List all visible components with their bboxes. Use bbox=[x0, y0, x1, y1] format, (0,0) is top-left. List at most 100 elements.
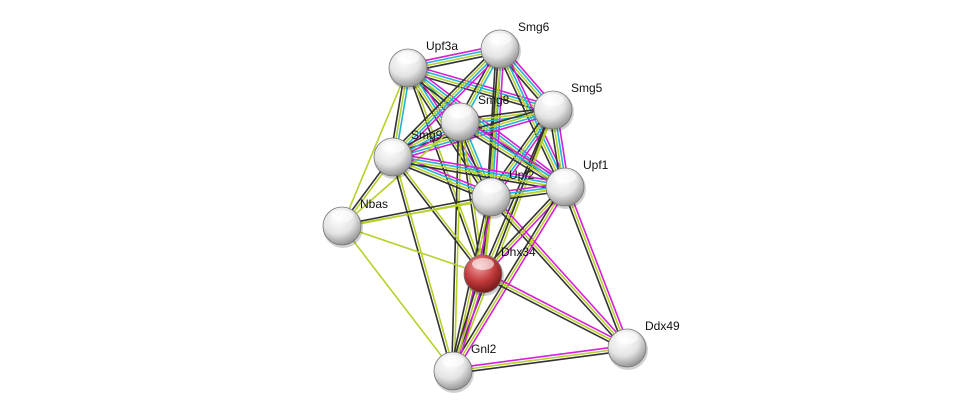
edge-line-coexpression bbox=[457, 122, 483, 275]
edge-line-textmining bbox=[341, 225, 484, 275]
edge-line-coexpression bbox=[450, 185, 564, 371]
node-highlight bbox=[616, 332, 638, 344]
edge-smg9-upf1[interactable] bbox=[392, 152, 566, 192]
edge-line-textmining bbox=[341, 225, 454, 372]
node-smg6[interactable]: Smg6 bbox=[480, 20, 550, 71]
node-label: Smg6 bbox=[518, 20, 550, 34]
edge-upf1-gnl2[interactable] bbox=[450, 185, 568, 373]
edge-line-coexpression bbox=[495, 50, 563, 190]
node-label: Smg9 bbox=[411, 128, 443, 142]
node-label: Nbas bbox=[360, 197, 388, 211]
node-nbas[interactable]: Nbas bbox=[322, 197, 388, 248]
edge-line-coexpression bbox=[389, 45, 498, 155]
edge-line-experiments bbox=[461, 118, 568, 185]
node-label: Upf3a bbox=[426, 39, 458, 53]
edge-line-experiments bbox=[566, 185, 631, 348]
edge-line-coexpression bbox=[391, 157, 483, 276]
node-gnl2[interactable]: Gnl2 bbox=[433, 342, 497, 393]
edge-line-textmining bbox=[482, 273, 628, 349]
edge-upf3a-nbas[interactable] bbox=[341, 67, 409, 227]
edge-line-textmining bbox=[483, 49, 503, 275]
node-label: Ddx49 bbox=[645, 319, 680, 333]
node-upf3a[interactable]: Upf3a bbox=[388, 39, 458, 90]
node-dhx34[interactable]: Dhx34 bbox=[463, 245, 536, 296]
edge-line-coexpression bbox=[406, 68, 483, 275]
edge-line-textmining bbox=[490, 196, 628, 349]
edge-line-coexpression bbox=[341, 194, 491, 226]
edge-gnl2-ddx49[interactable] bbox=[452, 344, 628, 375]
node-label: Upf2 bbox=[509, 168, 535, 182]
node-highlight bbox=[382, 141, 404, 153]
edge-line-experiments bbox=[393, 112, 555, 162]
edge-line-coexpression bbox=[390, 157, 453, 372]
edge-line-databases bbox=[460, 120, 567, 187]
edge-line-experiments bbox=[494, 49, 505, 198]
edge-line-textmining bbox=[393, 156, 456, 371]
edge-line-textmining bbox=[341, 186, 566, 227]
edge-line-experiments bbox=[454, 187, 568, 373]
edge-upf1-ddx49[interactable] bbox=[561, 185, 631, 350]
edge-line-textmining bbox=[453, 122, 463, 372]
edge-line-experiments bbox=[484, 188, 568, 277]
edge-smg8-gnl2[interactable] bbox=[450, 121, 463, 372]
edge-line-coexpression bbox=[451, 109, 553, 371]
node-smg9[interactable]: Smg9 bbox=[373, 128, 443, 179]
node-label: Smg8 bbox=[478, 93, 510, 107]
node-ddx49[interactable]: Ddx49 bbox=[607, 319, 680, 370]
edge-line-coexpression bbox=[481, 275, 627, 352]
node-highlight bbox=[331, 210, 353, 222]
node-label: Dhx34 bbox=[501, 245, 536, 259]
node-label: Smg5 bbox=[571, 81, 603, 95]
node-label: Upf1 bbox=[583, 158, 609, 172]
node-highlight bbox=[472, 258, 494, 270]
node-highlight bbox=[442, 355, 464, 367]
edge-nbas-dhx34[interactable] bbox=[341, 225, 484, 275]
node-highlight bbox=[480, 181, 502, 193]
edge-line-textmining bbox=[341, 67, 409, 227]
node-highlight bbox=[542, 94, 564, 106]
edge-smg9-gnl2[interactable] bbox=[390, 156, 456, 372]
edge-line-experiments bbox=[393, 152, 566, 184]
edge-line-textmining bbox=[453, 110, 555, 372]
node-highlight bbox=[554, 171, 576, 183]
node-upf1[interactable]: Upf1 bbox=[545, 158, 609, 209]
edge-line-textmining bbox=[391, 47, 500, 157]
node-highlight bbox=[397, 52, 419, 64]
edge-line-textmining bbox=[452, 186, 566, 372]
edge-line-databases bbox=[393, 154, 566, 187]
edge-line-coexpression bbox=[488, 198, 626, 351]
node-label: Gnl2 bbox=[471, 342, 497, 356]
edge-line-databases bbox=[393, 49, 502, 159]
edge-line-coexpression bbox=[392, 160, 565, 192]
edge-line-textmining bbox=[564, 186, 628, 349]
edge-upf1-nbas[interactable] bbox=[341, 186, 566, 227]
node-highlight bbox=[489, 33, 511, 45]
edge-line-coexpression bbox=[450, 121, 460, 371]
edge-line-experiments bbox=[408, 63, 555, 108]
edge-smg8-upf1[interactable] bbox=[457, 118, 568, 191]
node-smg5[interactable]: Smg5 bbox=[533, 81, 603, 132]
node-highlight bbox=[449, 106, 471, 118]
edge-upf2-ddx49[interactable] bbox=[488, 194, 630, 351]
edge-line-textmining bbox=[452, 347, 628, 372]
edge-line-textmining bbox=[392, 157, 565, 190]
node-smg8[interactable]: Smg8 bbox=[440, 93, 510, 144]
edge-line-experiments bbox=[492, 194, 630, 347]
edge-smg5-gnl2[interactable] bbox=[451, 109, 555, 372]
edge-dhx34-ddx49[interactable] bbox=[481, 270, 629, 352]
edge-line-textmining bbox=[458, 122, 565, 189]
edge-line-coexpression bbox=[480, 184, 564, 273]
edge-line-coexpression bbox=[453, 349, 628, 375]
edge-line-experiments bbox=[483, 270, 629, 347]
edge-upf1-dhx34[interactable] bbox=[480, 184, 568, 277]
edge-line-experiments bbox=[452, 344, 627, 370]
edge-nbas-gnl2[interactable] bbox=[341, 225, 454, 372]
edge-line-coexpression bbox=[561, 187, 626, 350]
edge-line-textmining bbox=[482, 186, 566, 275]
node-upf2[interactable]: Upf2 bbox=[471, 168, 535, 219]
edge-line-textmining bbox=[393, 155, 485, 274]
edge-smg9-dhx34[interactable] bbox=[391, 155, 485, 276]
